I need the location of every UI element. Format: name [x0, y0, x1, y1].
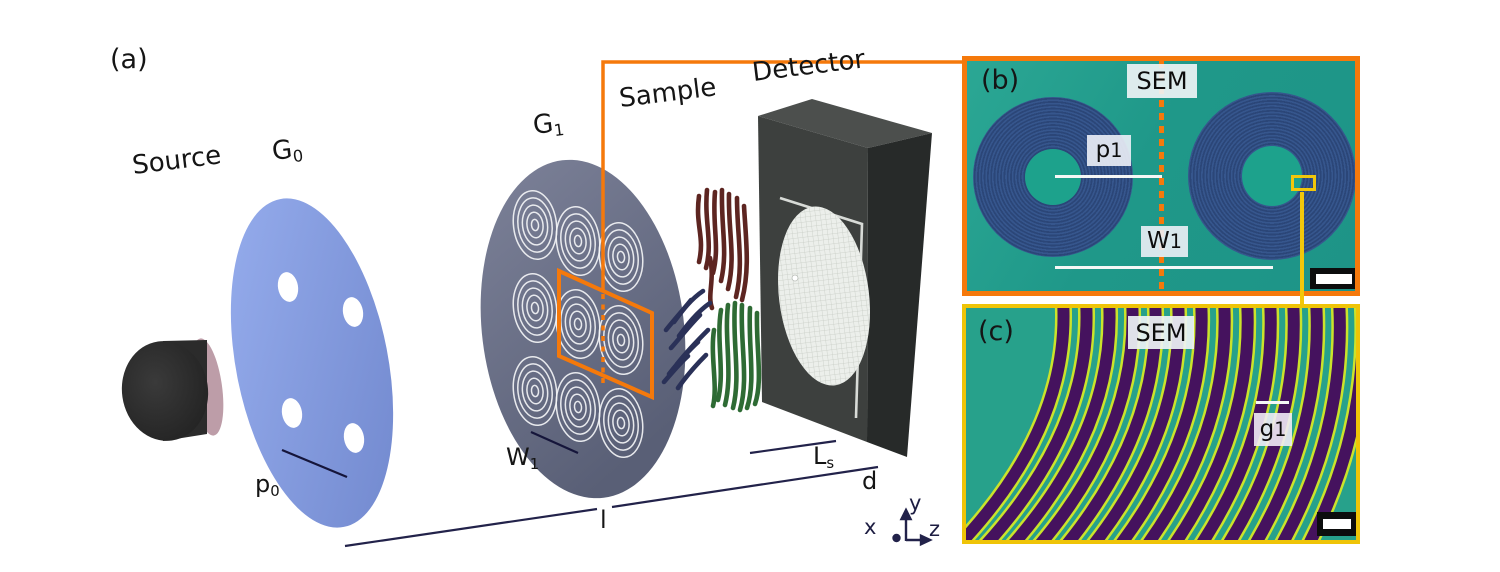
axis-label-z: z [929, 517, 941, 541]
fiber-bundle-red [695, 187, 750, 311]
detector-screen [778, 206, 870, 386]
label-g0: G0 [270, 134, 305, 168]
w1-measure-line [1055, 266, 1273, 269]
panel-c-tag: (c) [978, 316, 1014, 347]
distance-lines [344, 439, 879, 548]
sem-title-c: SEM [1128, 316, 1194, 349]
fiber-bundle-green [710, 300, 762, 413]
g0-grating-disk [230, 198, 394, 528]
p0-dimension-line [281, 448, 348, 479]
sem-title-b: SEM [1127, 64, 1197, 98]
label-w1-a: W1 [506, 443, 540, 474]
sample-fibers [661, 187, 762, 413]
panel-a-tag: (a) [110, 44, 148, 75]
label-p0: p0 [255, 470, 280, 501]
axes-icon [892, 507, 933, 547]
label-d: d [862, 467, 878, 495]
zoom-region-rect [1291, 175, 1316, 191]
circular-grating-right [1188, 92, 1355, 260]
ls-line [749, 439, 837, 455]
panel-b-tag: (b) [981, 65, 1020, 96]
p1-measure-line [1055, 175, 1162, 178]
zoom-link-line [1300, 192, 1304, 308]
g1-circular-gratings [512, 190, 644, 458]
l-line-left [344, 507, 598, 548]
label-g1: G1 [531, 108, 566, 142]
scale-bar-b [1310, 268, 1355, 289]
axis-label-y: y [909, 491, 922, 515]
l-line-right [611, 465, 879, 509]
xray-source [121, 338, 224, 441]
g1-grating-disk [480, 159, 686, 499]
label-ls: Ls [813, 442, 835, 473]
scale-bar-c [1317, 512, 1356, 536]
detector-box [758, 99, 932, 457]
g1-measure-line [1256, 401, 1289, 404]
axis-label-x: x [864, 515, 877, 539]
zoom-callout-orange [557, 60, 962, 401]
label-l: l [600, 506, 607, 534]
fiber-bundle-blue [661, 288, 713, 391]
w1-dimension-line [530, 430, 579, 455]
